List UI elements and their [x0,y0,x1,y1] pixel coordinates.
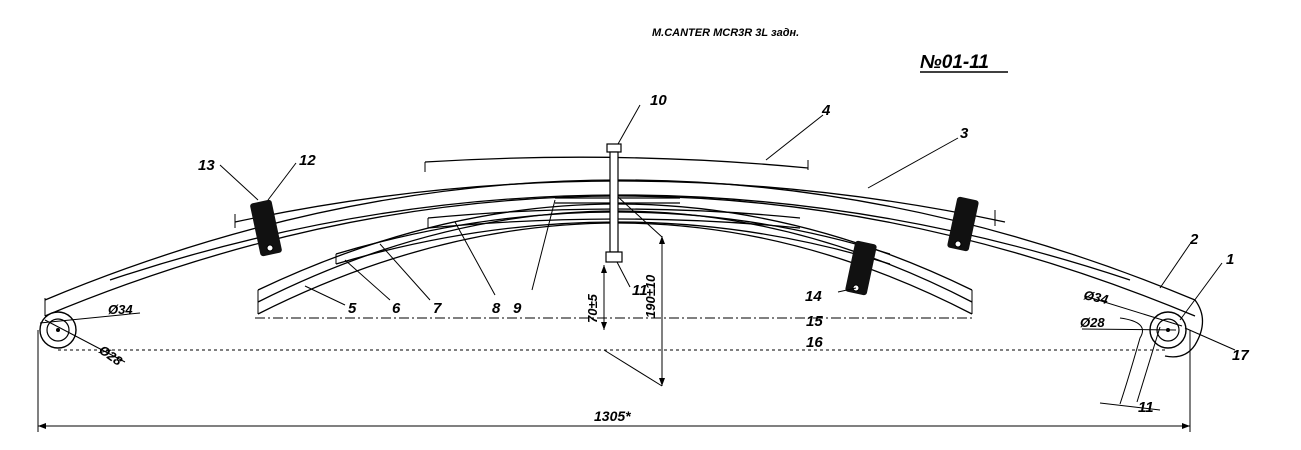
callout-11-center: 11 [632,282,648,299]
callout-16: 16 [806,334,823,351]
clamp-left [250,199,282,257]
leaf-3 [234,180,1006,223]
callout-numbers: 1 2 3 4 5 6 7 8 9 10 11 11 12 13 14 15 1… [198,92,1249,416]
center-bolt-nut [605,251,623,263]
callout-3: 3 [960,125,969,142]
callout-7: 7 [433,300,442,317]
callout-leaders [219,104,1236,351]
overall-length-label: 1305* [594,408,631,424]
main-leaves [44,156,1196,317]
right-eye-wrap [1164,299,1204,358]
left-eye-inner [46,318,70,342]
left-eye-inner-label: Ø28 [96,342,125,369]
callout-17: 17 [1232,347,1249,364]
leaf-1-bottom [44,195,1196,317]
callout-4: 4 [821,102,831,119]
callout-2: 2 [1189,231,1199,248]
callout-10: 10 [650,92,667,109]
drawing-number: №01-11 [920,52,989,73]
height-small-label: 70±5 [585,293,600,323]
center-bolt-head [606,143,622,153]
center-bolt-shank [609,151,619,253]
callout-1: 1 [1226,251,1234,268]
rebound-clamps [250,196,979,296]
left-eye [39,311,77,349]
leaf-1 [44,179,1196,301]
clamp-center-right [845,240,877,296]
callout-8: 8 [492,300,501,317]
callout-12: 12 [299,152,316,169]
center-bolt [605,143,623,263]
callout-9: 9 [513,300,522,317]
height-main-label: 190±10 [643,274,658,318]
left-eye-center [56,328,60,332]
callout-14: 14 [805,288,822,305]
callout-11-eye: 11 [1138,399,1154,416]
callout-13: 13 [198,157,215,174]
right-eye-outer-label: Ø34 [1082,287,1110,307]
right-eye-inner-label: Ø28 [1080,315,1105,330]
drawing-title: M.CANTER MCR3R 3L задн. [652,27,799,39]
height-dimensions: 70±5 190±10 [585,196,665,387]
callout-15: 15 [806,313,823,330]
callout-6: 6 [392,300,401,317]
overall-length-dimension: 1305* [37,330,1191,432]
clamp-right [947,196,979,252]
left-eye-outer-label: Ø34 [108,302,133,317]
eye-dimensions: Ø34 Ø28 Ø34 Ø28 [39,287,1183,411]
callout-5: 5 [348,300,357,317]
